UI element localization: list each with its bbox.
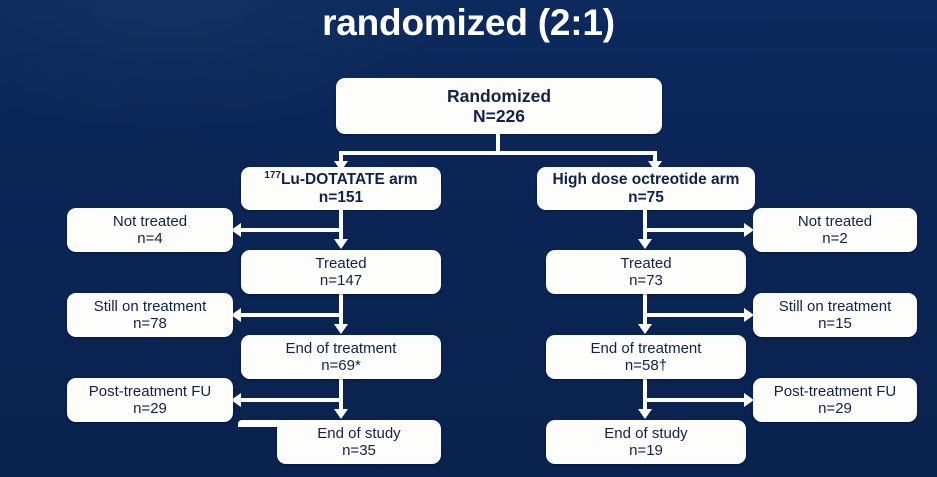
arrowhead-right-to-end-of-study xyxy=(638,409,652,419)
superscript-177: 177 xyxy=(264,169,281,181)
node-right-side-not-treated-count: n=2 xyxy=(822,230,848,247)
arrowhead-right-branch-post-treatment-fu xyxy=(744,393,754,407)
node-right-side-not-treated-label: Not treated xyxy=(797,212,873,230)
node-arm-high-dose-octreotide: High dose octreotide arm n=75 xyxy=(537,167,755,210)
arrowhead-root-to-left-arm xyxy=(334,161,348,171)
node-left-side-still-on-treatment: Still on treatment n=78 xyxy=(67,293,233,337)
node-left-side-post-treatment-fu-label: Post-treatment FU xyxy=(88,382,212,400)
node-left-treated-label: Treated xyxy=(315,254,367,272)
node-left-side-not-treated-count: n=4 xyxy=(137,230,163,247)
node-randomized-label: Randomized xyxy=(446,85,552,106)
connector-right-trunk-2 xyxy=(643,294,647,325)
node-right-side-not-treated: Not treated n=2 xyxy=(753,208,917,252)
connector-right-branch-3 xyxy=(645,398,745,402)
node-left-end-of-treatment: End of treatment n=69* xyxy=(241,335,441,379)
node-left-side-still-on-treatment-label: Still on treatment xyxy=(93,297,207,315)
node-right-treated-label: Treated xyxy=(620,254,672,272)
arrowhead-left-to-end-of-treatment xyxy=(334,324,348,334)
arrowhead-right-to-treated xyxy=(638,239,652,249)
node-left-side-still-on-treatment-count: n=78 xyxy=(133,315,167,332)
node-left-end-of-study-label: End of study xyxy=(317,424,401,442)
node-right-side-still-on-treatment-count: n=15 xyxy=(818,315,852,332)
node-left-side-not-treated-label: Not treated xyxy=(112,212,188,230)
node-left-end-of-study-count: n=35 xyxy=(342,442,376,459)
node-arm-lu-dotatate-count: n=151 xyxy=(318,188,364,206)
arrowhead-right-branch-still-on-treatment xyxy=(744,308,754,322)
connector-root-to-left-arm xyxy=(339,151,343,164)
node-randomized: Randomized N=226 xyxy=(336,78,662,134)
node-arm-high-dose-octreotide-count: n=75 xyxy=(628,188,664,206)
node-arm-lu-dotatate-label: 177Lu-DOTATATE arm xyxy=(264,169,418,189)
connector-right-trunk-1 xyxy=(643,210,647,240)
connector-left-branch-3 xyxy=(241,398,341,402)
node-right-side-post-treatment-fu-count: n=29 xyxy=(818,400,852,417)
node-right-treated: Treated n=73 xyxy=(546,250,746,294)
arrowhead-left-branch-post-treatment-fu xyxy=(231,393,241,407)
connector-right-branch-1 xyxy=(645,228,745,232)
node-right-end-of-treatment-count: n=58† xyxy=(624,357,668,374)
node-left-side-post-treatment-fu-count: n=29 xyxy=(133,400,167,417)
node-left-side-not-treated: Not treated n=4 xyxy=(67,208,233,252)
connector-left-branch-1 xyxy=(241,228,341,232)
node-right-end-of-treatment-label: End of treatment xyxy=(590,339,702,357)
node-right-treated-count: n=73 xyxy=(629,272,663,289)
arrowhead-right-branch-not-treated xyxy=(744,223,754,237)
page-title: randomized (2:1) xyxy=(322,2,615,43)
arrowhead-left-branch-not-treated xyxy=(231,223,241,237)
connector-left-branch-2 xyxy=(241,313,341,317)
node-left-treated: Treated n=147 xyxy=(241,250,441,294)
node-left-side-post-treatment-fu: Post-treatment FU n=29 xyxy=(67,378,233,422)
connector-left-trunk-1 xyxy=(339,210,343,240)
node-right-end-of-study-label: End of study xyxy=(604,424,688,442)
node-right-end-of-treatment: End of treatment n=58† xyxy=(546,335,746,379)
arrowhead-right-to-end-of-treatment xyxy=(638,324,652,334)
node-right-side-post-treatment-fu: Post-treatment FU n=29 xyxy=(753,378,917,422)
node-right-end-of-study: End of study n=19 xyxy=(546,420,746,464)
arrowhead-root-to-right-arm xyxy=(648,161,662,171)
node-arm-lu-dotatate-label-text: Lu-DOTATATE arm xyxy=(280,170,418,188)
connector-left-trunk-3 xyxy=(339,379,343,410)
node-arm-high-dose-octreotide-label: High dose octreotide arm xyxy=(552,170,740,188)
connector-left-trunk-2 xyxy=(339,294,343,325)
connector-right-trunk-3 xyxy=(643,379,647,410)
connector-right-branch-2 xyxy=(645,313,745,317)
node-right-side-still-on-treatment-label: Still on treatment xyxy=(778,297,892,315)
connector-root-bar xyxy=(339,151,657,155)
node-randomized-count: N=226 xyxy=(472,106,526,126)
node-left-end-of-treatment-label: End of treatment xyxy=(285,339,397,357)
node-right-side-post-treatment-fu-label: Post-treatment FU xyxy=(773,382,897,400)
arrowhead-left-to-treated xyxy=(334,239,348,249)
connector-root-stem xyxy=(496,134,500,153)
node-right-end-of-study-count: n=19 xyxy=(629,442,663,459)
node-arm-lu-dotatate: 177Lu-DOTATATE arm n=151 xyxy=(241,167,441,210)
connector-root-to-right-arm xyxy=(653,151,657,164)
node-left-end-of-treatment-count: n=69* xyxy=(321,357,361,374)
arrowhead-left-to-end-of-study xyxy=(334,409,348,419)
node-left-end-of-study: End of study n=35 xyxy=(277,420,441,464)
arrowhead-left-branch-still-on-treatment xyxy=(231,308,241,322)
node-right-side-still-on-treatment: Still on treatment n=15 xyxy=(753,293,917,337)
node-left-treated-count: n=147 xyxy=(319,272,363,289)
